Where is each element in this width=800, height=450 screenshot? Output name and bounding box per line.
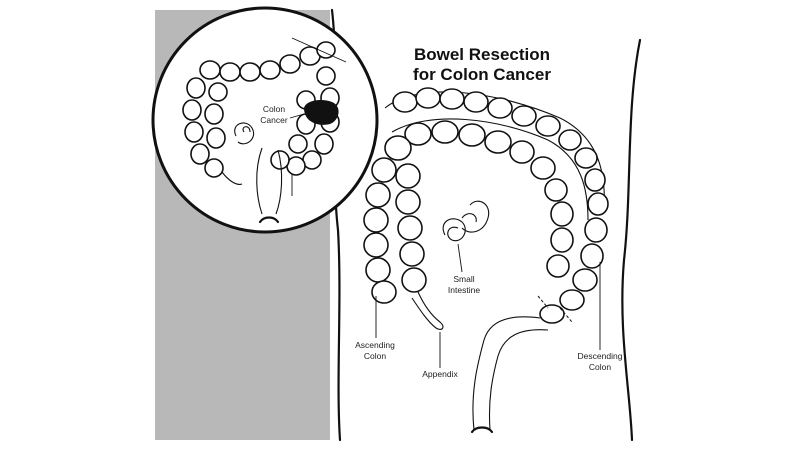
small-intestine-label-line-1: Small [453, 274, 474, 284]
colon-cancer-tumor [304, 100, 339, 125]
title-line-2: for Colon Cancer [413, 65, 551, 84]
appendix-shape [411, 291, 444, 330]
diagram-title: Bowel Resection for Colon Cancer [413, 45, 551, 84]
title-line-1: Bowel Resection [414, 45, 550, 64]
colon-cancer-label-line-1: Colon [263, 104, 285, 114]
appendix-label: Appendix [422, 369, 458, 379]
colon-cancer-label-line-2: Cancer [260, 115, 288, 125]
ascending-colon-label-line-1: Ascending [355, 340, 395, 350]
descending-colon-label-line-1: Descending [578, 351, 623, 361]
ascending-colon-segments [363, 135, 427, 304]
label-small-intestine: Small Intestine [448, 243, 480, 295]
main-colon [363, 87, 609, 434]
label-descending-colon: Descending Colon [578, 262, 623, 372]
ascending-colon-label-line-2: Colon [364, 351, 386, 361]
resection-cut-line-1 [537, 295, 549, 309]
inset-magnified-view [151, 6, 379, 234]
descending-colon-segments [539, 217, 608, 324]
label-colon-cancer: Colon Cancer [260, 104, 305, 125]
small-intestine-shape [442, 200, 490, 242]
transverse-colon-segments [392, 87, 609, 216]
label-ascending-colon: Ascending Colon [355, 296, 395, 361]
small-intestine-label-line-2: Intestine [448, 285, 480, 295]
resection-cut-line-2 [559, 307, 573, 323]
label-appendix: Appendix [422, 332, 458, 379]
inner-colon-segments [404, 120, 574, 278]
descending-colon-label-line-2: Colon [589, 362, 611, 372]
